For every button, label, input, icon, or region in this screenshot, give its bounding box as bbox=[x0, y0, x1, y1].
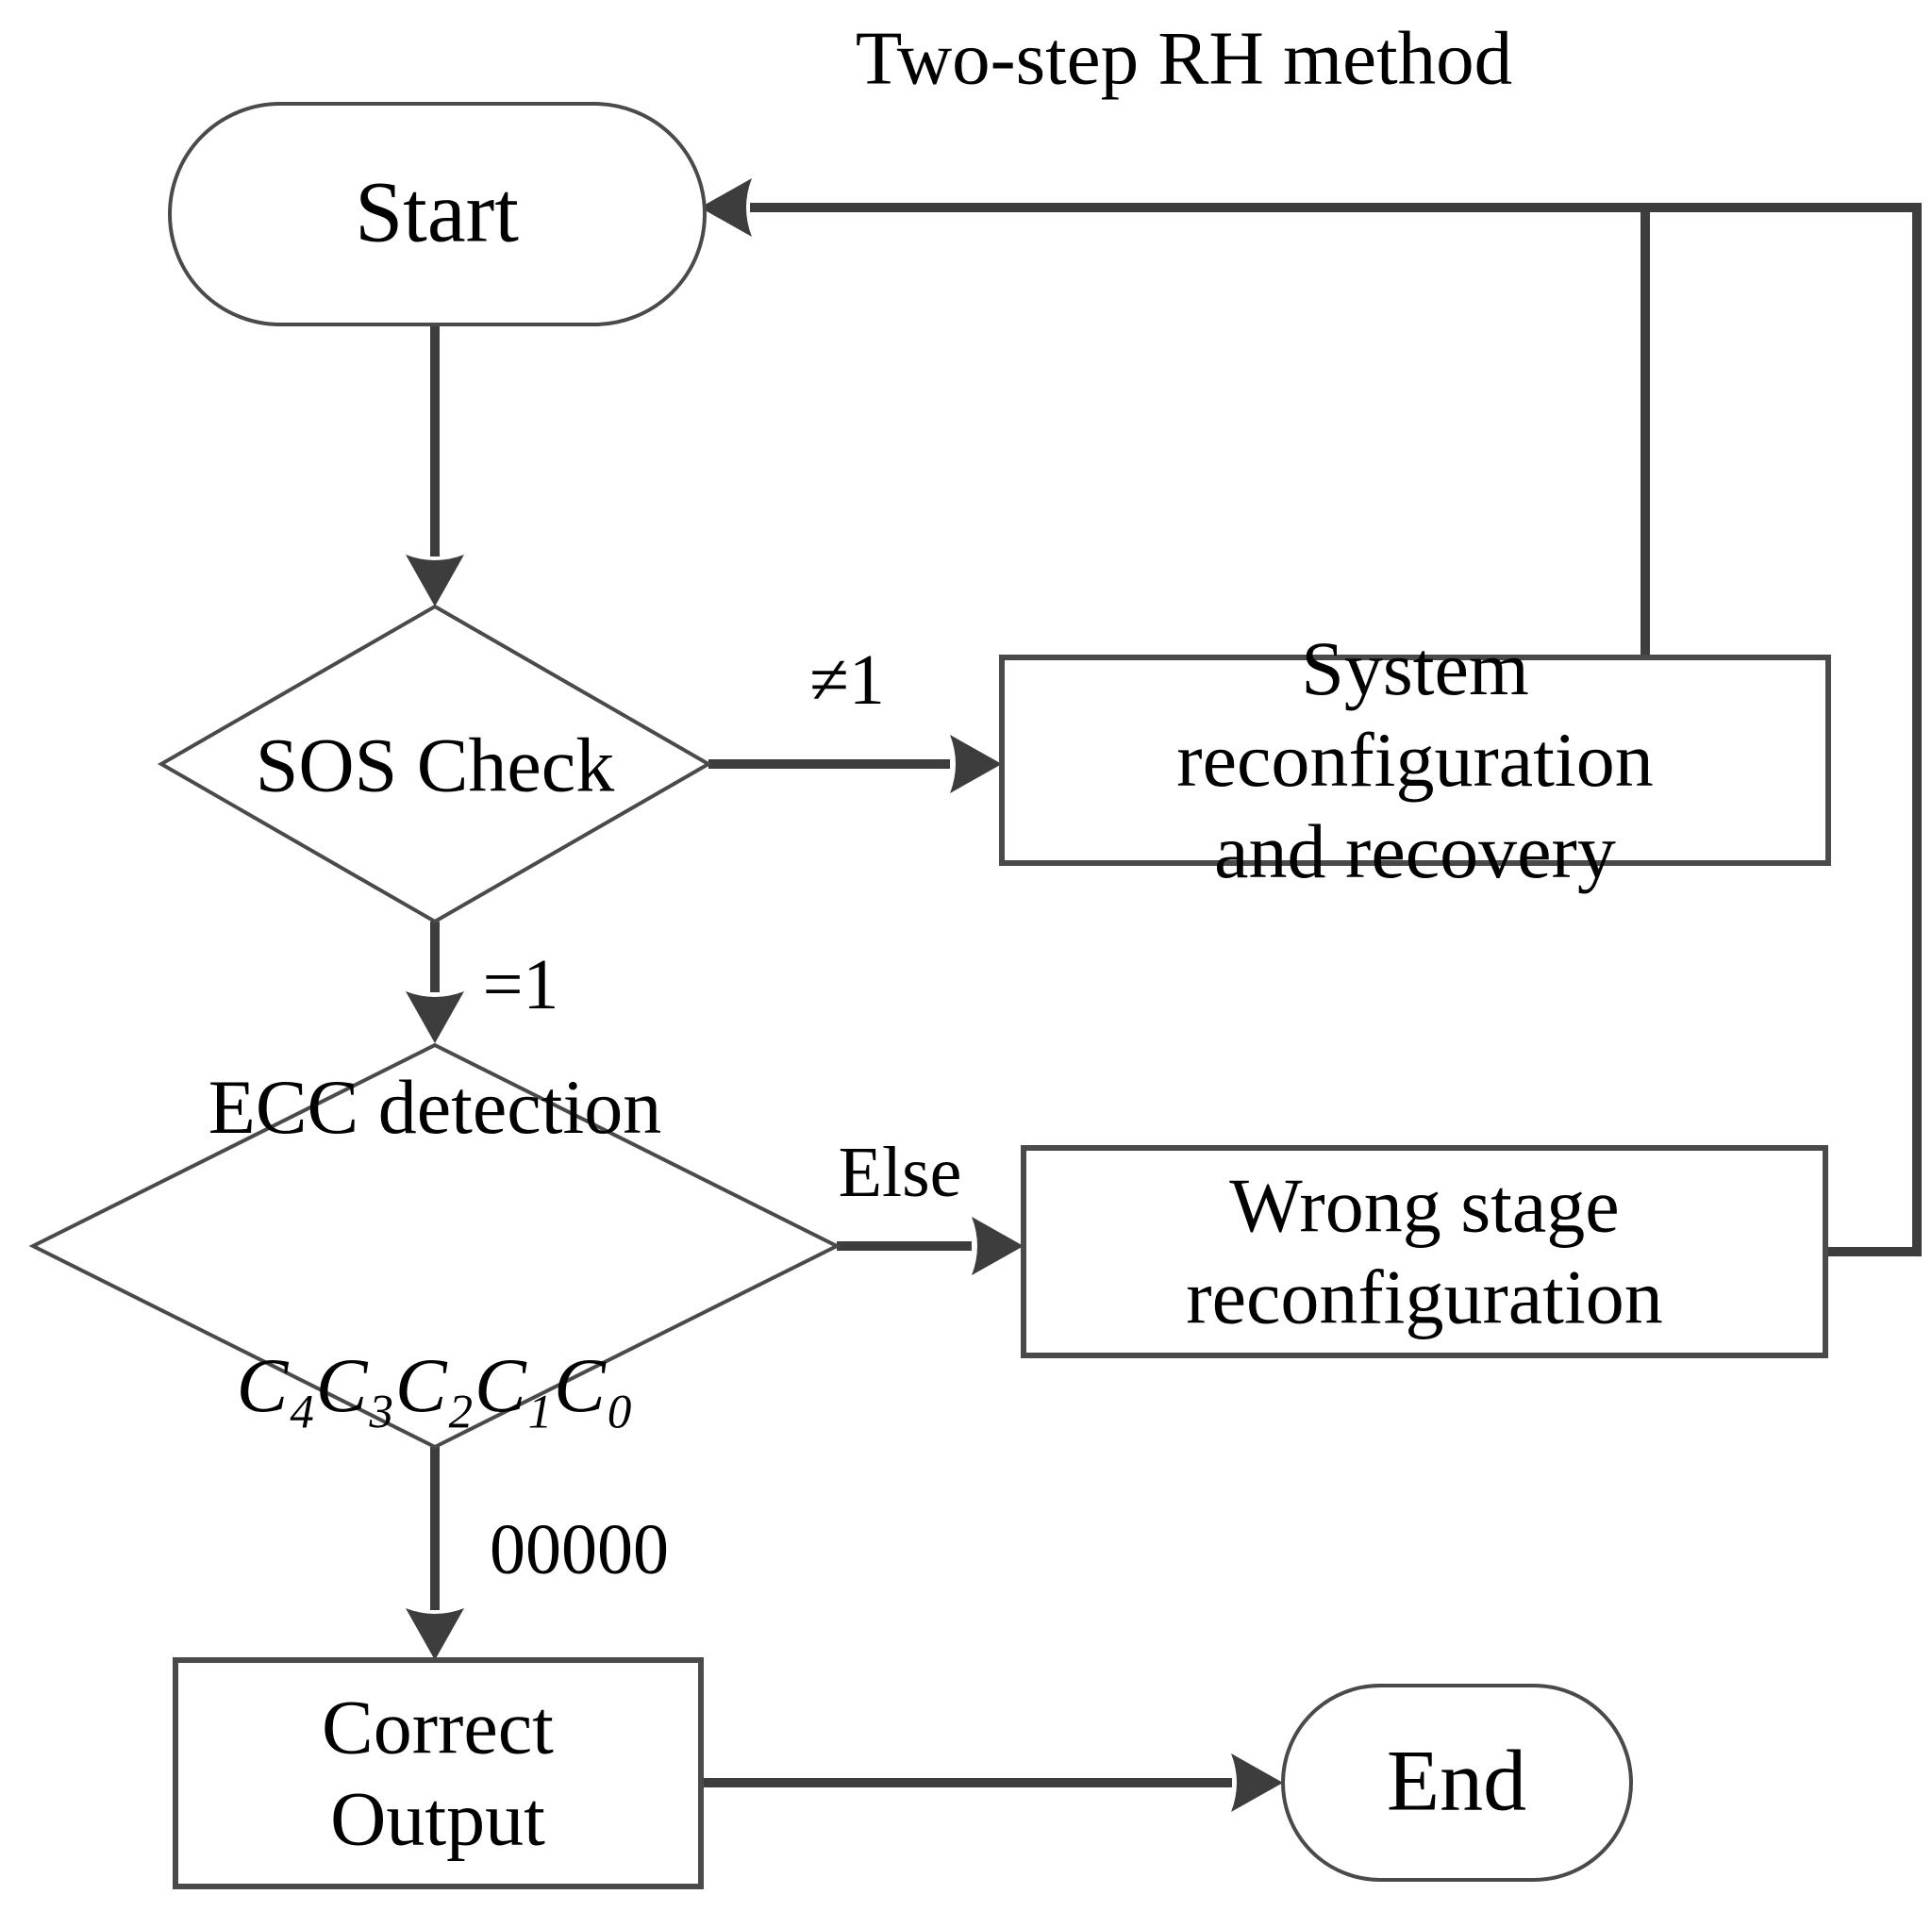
ecc-detection-title: ECC detection bbox=[208, 1063, 662, 1150]
start-node-shape bbox=[168, 102, 707, 326]
start-node-label: Start bbox=[355, 163, 519, 260]
end-node-shape bbox=[1281, 1684, 1633, 1882]
wrong-stage-box-shape bbox=[1021, 1145, 1828, 1358]
edge-label-else: Else bbox=[838, 1133, 962, 1213]
wrong-stage-label: Wrong stage reconfiguration bbox=[1186, 1162, 1663, 1339]
arrowhead-into-correct bbox=[406, 1608, 464, 1660]
arrowhead-into-end bbox=[1231, 1753, 1283, 1812]
arrowhead-into-system bbox=[950, 735, 1002, 793]
system-reconfiguration-box-shape bbox=[999, 655, 1831, 866]
system-reconfiguration-label: System reconfiguration and recovery bbox=[1176, 624, 1654, 894]
edge-label-all-zeros: 00000 bbox=[490, 1510, 669, 1590]
arrowhead-into-ecc bbox=[406, 991, 464, 1043]
ecc-syndrome-formula: C4C3C2C1C0 bbox=[236, 1341, 634, 1438]
edge-label-equal-one: =1 bbox=[482, 945, 559, 1025]
sos-check-label: SOS Check bbox=[255, 722, 615, 808]
end-node-label: End bbox=[1386, 1732, 1527, 1829]
arrowhead-into-start bbox=[700, 178, 752, 237]
edge-label-not-equal-one: ≠1 bbox=[809, 640, 885, 721]
ecc-detection-diamond-shape bbox=[28, 1042, 841, 1450]
correct-output-box-shape bbox=[173, 1657, 704, 1889]
correct-output-label: Correct Output bbox=[322, 1684, 554, 1861]
ecc-detection-label: ECC detection C4C3C2C1C0 bbox=[208, 898, 662, 1594]
diagram-title: Two-step RH method bbox=[855, 15, 1513, 101]
arrowhead-into-sos bbox=[406, 555, 464, 607]
arrowhead-into-wrongstage bbox=[972, 1217, 1024, 1275]
sos-check-diamond-shape bbox=[157, 604, 713, 924]
connector-wrongstage-to-start bbox=[750, 203, 1922, 1256]
